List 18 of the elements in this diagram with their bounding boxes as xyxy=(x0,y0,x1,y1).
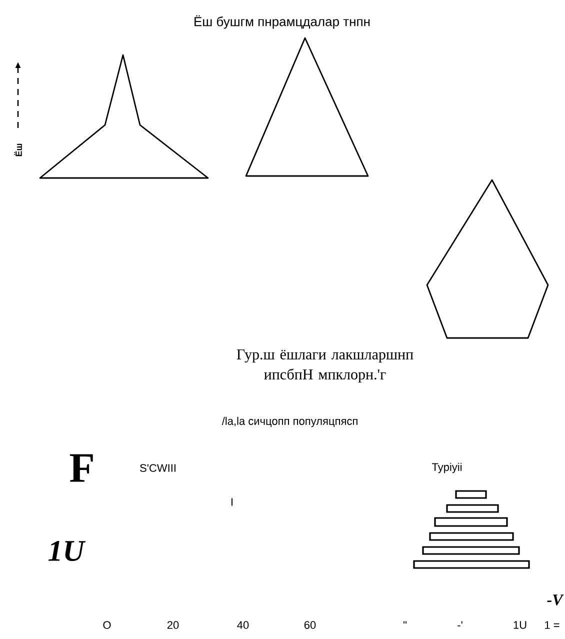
tick-label: " xyxy=(404,621,406,624)
caption-text: Гур.ш ёшлаги лакшларшнп ипсбпН мпклорн.'г xyxy=(236,350,414,383)
tick-label: 20 xyxy=(167,621,179,629)
text-fragment: I xyxy=(232,498,233,506)
axis-label: Ёш xyxy=(14,144,22,156)
tick-label: 1U xyxy=(514,621,526,629)
text-fragment: -V xyxy=(547,594,564,606)
column-label: S'CWIII xyxy=(140,464,176,472)
panel-letter: F xyxy=(70,454,93,482)
tick-label: 40 xyxy=(237,621,249,629)
tick-label: O xyxy=(103,621,111,629)
tick-label: -' xyxy=(458,621,462,626)
tick-label: 1 = xyxy=(545,621,560,629)
title: Ёш бушгм пнрамцдалар тнпн xyxy=(194,15,370,29)
column-label: Typiyii xyxy=(432,462,462,474)
subtitle: /la,la сичцопп популяцпясп xyxy=(222,416,358,428)
tick-label: 60 xyxy=(304,621,316,629)
panel-letter: 1U xyxy=(48,540,86,562)
